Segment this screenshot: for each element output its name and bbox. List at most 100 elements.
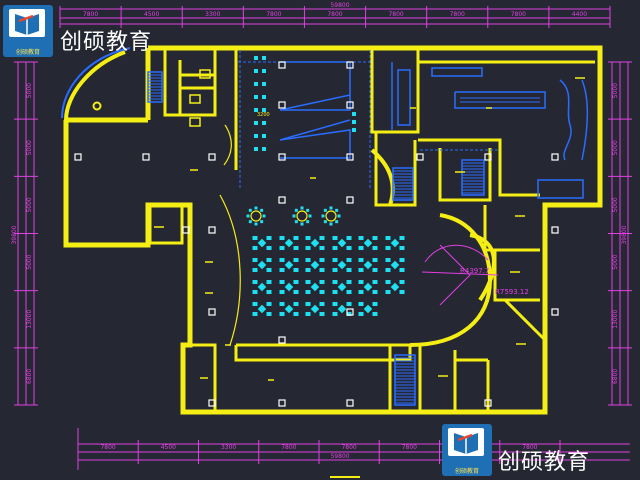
table-set bbox=[358, 302, 378, 316]
table-set bbox=[332, 236, 352, 250]
chair bbox=[385, 280, 391, 284]
chair bbox=[293, 258, 299, 262]
curved-walls bbox=[64, 50, 496, 347]
table-set bbox=[332, 280, 352, 294]
table-set bbox=[358, 280, 378, 294]
kitchen-hatching bbox=[460, 97, 540, 103]
table-top bbox=[284, 304, 294, 314]
chair bbox=[293, 268, 299, 272]
column bbox=[551, 226, 559, 234]
column bbox=[278, 196, 286, 204]
chair bbox=[266, 280, 272, 284]
table-top bbox=[363, 304, 373, 314]
chair bbox=[332, 312, 338, 316]
chair bbox=[294, 220, 298, 224]
chair bbox=[346, 312, 352, 316]
chair bbox=[335, 208, 339, 212]
chair bbox=[346, 258, 352, 262]
table-top bbox=[363, 238, 373, 248]
width-small-label: 3200 bbox=[257, 112, 270, 118]
entrance-arc bbox=[61, 47, 131, 119]
chair bbox=[252, 236, 258, 240]
table-top bbox=[390, 238, 400, 248]
chair bbox=[329, 206, 333, 210]
chair bbox=[358, 236, 364, 240]
column bbox=[346, 308, 354, 316]
chair bbox=[248, 220, 252, 224]
chair bbox=[372, 268, 378, 272]
column bbox=[346, 153, 354, 161]
dim-segment-label: 5000 bbox=[26, 254, 33, 269]
table-set bbox=[279, 280, 299, 294]
bar-stool bbox=[262, 82, 266, 86]
chair bbox=[358, 246, 364, 250]
chair bbox=[279, 290, 285, 294]
dim-segment-label: 7800 bbox=[100, 444, 115, 451]
chair bbox=[332, 302, 338, 306]
chair bbox=[399, 290, 405, 294]
chair bbox=[306, 220, 310, 224]
chair bbox=[372, 258, 378, 262]
dim-segment-label: 7800 bbox=[388, 11, 403, 18]
chair bbox=[332, 246, 338, 250]
table-top bbox=[257, 282, 267, 292]
bar-stool bbox=[262, 134, 266, 138]
table-top bbox=[390, 282, 400, 292]
logo-subtext: 创硕教育 bbox=[454, 468, 479, 475]
logo-emblem bbox=[9, 9, 45, 37]
chair bbox=[305, 302, 311, 306]
chair bbox=[319, 246, 325, 250]
round-table-top bbox=[325, 210, 337, 222]
left-total-dim: 39800 bbox=[11, 225, 18, 244]
chair bbox=[279, 268, 285, 272]
chair bbox=[319, 268, 325, 272]
chair bbox=[346, 280, 352, 284]
chair bbox=[260, 208, 264, 212]
column bbox=[142, 153, 150, 161]
chair bbox=[266, 312, 272, 316]
table-top bbox=[284, 238, 294, 248]
column bbox=[416, 153, 424, 161]
round-table bbox=[321, 206, 341, 226]
chair bbox=[294, 208, 298, 212]
table-set bbox=[332, 302, 352, 316]
dim-segment-label: 4500 bbox=[161, 444, 176, 451]
brand-logo-top: 创硕教育 bbox=[3, 5, 53, 57]
table-top bbox=[257, 260, 267, 270]
chair bbox=[335, 220, 339, 224]
chair bbox=[293, 236, 299, 240]
divider-arc-2 bbox=[223, 124, 232, 166]
chair bbox=[300, 222, 304, 226]
chair bbox=[300, 206, 304, 210]
radius-label-2: R7593.12 bbox=[495, 288, 529, 296]
chair bbox=[399, 246, 405, 250]
round-table-top bbox=[250, 210, 262, 222]
bar-stool bbox=[352, 128, 356, 132]
dim-segment-label: 7800 bbox=[83, 11, 98, 18]
chair bbox=[337, 214, 341, 218]
table-top bbox=[284, 282, 294, 292]
column bbox=[346, 61, 354, 69]
dim-segment-label: 3300 bbox=[221, 444, 236, 451]
table-top bbox=[310, 282, 320, 292]
column bbox=[278, 153, 286, 161]
chair bbox=[332, 236, 338, 240]
structural-columns bbox=[74, 61, 559, 407]
chair bbox=[399, 236, 405, 240]
dining-arc bbox=[219, 194, 241, 346]
chair bbox=[346, 246, 352, 250]
chair bbox=[252, 246, 258, 250]
chair bbox=[266, 236, 272, 240]
chair bbox=[319, 258, 325, 262]
chair bbox=[385, 246, 391, 250]
column bbox=[278, 61, 286, 69]
annotation-marks bbox=[154, 69, 585, 381]
column bbox=[551, 153, 559, 161]
chair bbox=[346, 290, 352, 294]
table-set bbox=[252, 236, 272, 250]
chair bbox=[358, 268, 364, 272]
dim-segment-label: 7800 bbox=[341, 444, 356, 451]
dim-segment-label: 4500 bbox=[144, 11, 159, 18]
chair bbox=[252, 280, 258, 284]
